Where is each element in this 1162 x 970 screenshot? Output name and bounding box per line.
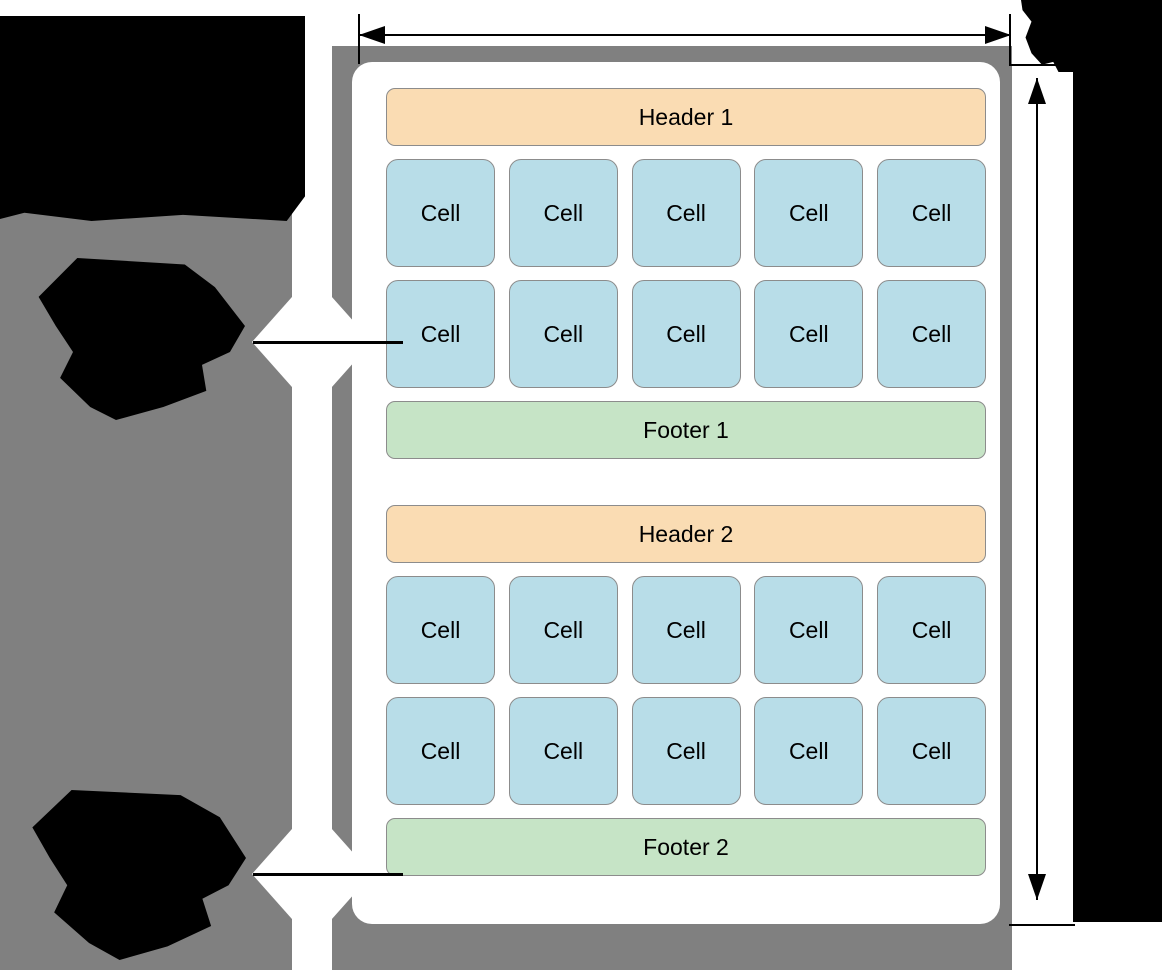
table-cell[interactable]: Cell	[631, 697, 741, 805]
redaction-top-left	[0, 16, 305, 221]
table-cell[interactable]: Cell	[508, 159, 618, 267]
cell-label: Cell	[788, 199, 829, 226]
table-cell[interactable]: Cell	[754, 280, 864, 388]
cell-label: Cell	[420, 737, 461, 764]
section-spacer	[386, 459, 986, 505]
width-measure-line	[359, 34, 1011, 36]
table-cell[interactable]: Cell	[877, 280, 986, 388]
height-tick-top	[1009, 64, 1075, 66]
cell-label: Cell	[420, 199, 461, 226]
cell-label: Cell	[911, 199, 952, 226]
cell-label: Cell	[911, 737, 952, 764]
table-cell[interactable]: Cell	[386, 576, 495, 684]
height-measure-line	[1036, 78, 1038, 900]
table-content: Header 1 Cell Cell Cell Cell Cell Cell C…	[386, 88, 986, 876]
cell-label: Cell	[666, 616, 706, 643]
cell-label: Cell	[788, 737, 829, 764]
table-cell[interactable]: Cell	[877, 576, 986, 684]
section-header-2-label: Header 2	[638, 520, 734, 547]
cell-label: Cell	[543, 320, 584, 347]
cell-label: Cell	[543, 616, 584, 643]
table-cell[interactable]: Cell	[877, 697, 986, 805]
right-gutter	[1012, 0, 1082, 970]
cell-label: Cell	[666, 737, 706, 764]
table-section-2: Header 2 Cell Cell Cell Cell Cell Cell C…	[386, 505, 986, 876]
cell-label: Cell	[420, 320, 461, 347]
cell-label: Cell	[788, 320, 829, 347]
table-cell[interactable]: Cell	[754, 576, 864, 684]
cell-label: Cell	[911, 616, 952, 643]
section-footer-1: Footer 1	[386, 401, 986, 459]
table-cell[interactable]: Cell	[508, 280, 618, 388]
table-cell[interactable]: Cell	[754, 697, 864, 805]
cell-label: Cell	[543, 199, 584, 226]
arrow-up-icon	[1028, 78, 1046, 104]
arrow-right-icon	[985, 26, 1011, 44]
cell-label: Cell	[666, 320, 706, 347]
table-cell[interactable]: Cell	[754, 159, 864, 267]
cell-label: Cell	[911, 320, 952, 347]
height-tick-bottom	[1009, 924, 1075, 926]
cell-row-1-2: Cell Cell Cell Cell Cell	[386, 280, 986, 388]
cell-label: Cell	[788, 616, 829, 643]
arrow-down-icon	[1028, 874, 1046, 900]
table-cell[interactable]: Cell	[386, 159, 495, 267]
section-header-2: Header 2	[386, 505, 986, 563]
table-section-1: Header 1 Cell Cell Cell Cell Cell Cell C…	[386, 88, 986, 459]
section-footer-2: Footer 2	[386, 818, 986, 876]
table-cell[interactable]: Cell	[508, 697, 618, 805]
section-footer-2-label: Footer 2	[643, 833, 729, 860]
table-cell[interactable]: Cell	[631, 576, 741, 684]
section-header-1: Header 1	[386, 88, 986, 146]
cell-label: Cell	[420, 616, 461, 643]
table-cell[interactable]: Cell	[508, 576, 618, 684]
arrow-left-icon	[359, 26, 385, 44]
table-cell[interactable]: Cell	[386, 697, 495, 805]
section-footer-1-label: Footer 1	[643, 416, 729, 443]
cell-row-2-2: Cell Cell Cell Cell Cell	[386, 697, 986, 805]
redaction-right	[1073, 0, 1162, 922]
cell-row-2-1: Cell Cell Cell Cell Cell	[386, 576, 986, 684]
callout-leader-line-lower	[253, 873, 403, 876]
callout-leader-line-upper	[253, 341, 403, 344]
table-cell[interactable]: Cell	[386, 280, 495, 388]
section-header-1-label: Header 1	[638, 103, 734, 130]
table-cell[interactable]: Cell	[631, 159, 741, 267]
cell-label: Cell	[543, 737, 584, 764]
cell-row-1-1: Cell Cell Cell Cell Cell	[386, 159, 986, 267]
table-cell[interactable]: Cell	[877, 159, 986, 267]
table-cell[interactable]: Cell	[631, 280, 741, 388]
cell-label: Cell	[666, 199, 706, 226]
